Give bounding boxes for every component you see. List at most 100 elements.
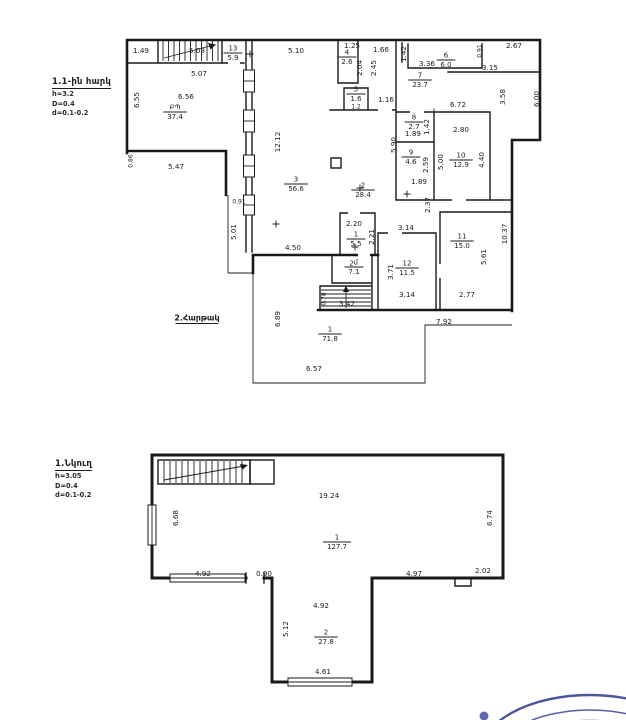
room-label: 51.6 <box>346 86 366 103</box>
room-label: 15.5 <box>346 231 366 248</box>
dimension-label: 6.00 <box>532 91 541 107</box>
survey-tick-marks <box>246 50 438 251</box>
dimension-label: 10.37 <box>500 224 509 245</box>
dimension-label: 2.45 <box>369 60 378 76</box>
dimension-label: 0.90 <box>256 569 272 578</box>
area-name-label: 2.Հարթակ <box>174 314 219 323</box>
dimension-label: 1.16 <box>378 95 394 104</box>
dimension-label: 5.10 <box>288 46 304 55</box>
room-area: 5.9 <box>227 54 238 62</box>
dimension-label: 4.92 <box>195 569 211 578</box>
room-number: 8 <box>412 114 416 122</box>
room-area: 4.6 <box>405 158 417 166</box>
dimension-label: 2.59 <box>421 157 430 173</box>
room-label: 356.6 <box>284 176 308 193</box>
dimension-label: 2.20 <box>346 219 362 228</box>
first-floor-spec-height: h=3.2 <box>52 90 74 98</box>
basement-spec-d: d=0.1-0.2 <box>55 491 92 500</box>
dimension-label: 1.42 <box>399 46 408 62</box>
basement-title: 1.Նկուղ <box>55 459 93 471</box>
dimension-label: 0.86 <box>128 154 135 168</box>
dimension-label: 4.61 <box>315 667 331 676</box>
room-area: 37.4 <box>167 113 183 121</box>
room-area: 23.7 <box>412 81 428 89</box>
dimension-label: 4.97 <box>406 569 422 578</box>
dimension-label: 0.91 <box>477 44 484 58</box>
room-number: շմ <box>350 259 358 267</box>
dimension-label: 6.57 <box>306 364 322 373</box>
first-floor-spec-d: d=0.1-0.2 <box>52 109 89 118</box>
dimension-label: 1.42 <box>422 119 431 135</box>
dimension-label: 19.24 <box>319 491 340 500</box>
room-label: 135.9 <box>223 45 243 62</box>
dimension-label: 5.61 <box>479 249 488 265</box>
room-area: 1.6 <box>350 95 362 103</box>
room-label: 228.4 <box>351 182 375 199</box>
room-number: ԲՊ <box>170 104 181 112</box>
room-area: 6.0 <box>440 61 451 69</box>
room-label: 82.7 <box>404 114 424 131</box>
dimension-label: 12.12 <box>273 132 282 153</box>
room-number: 11 <box>458 233 467 241</box>
room-number: 5 <box>354 86 358 94</box>
first-floor-inner-staircase <box>321 285 371 308</box>
dimension-label: 3.71 <box>386 264 395 280</box>
room-label: 66.0 <box>436 52 456 69</box>
room-number: 1 <box>328 326 332 334</box>
basement-spec-height: h=3.05 <box>55 472 82 480</box>
dimension-label: 2.04 <box>355 60 364 76</box>
dimension-label: 2.37 <box>423 197 432 213</box>
dimension-label: 6.55 <box>132 92 141 108</box>
room-number: 7 <box>418 72 422 80</box>
room-number: 2 <box>361 182 365 190</box>
room-area: 127.7 <box>327 543 347 551</box>
dimension-label: 0.91 <box>232 199 246 206</box>
room-area: 71.8 <box>322 335 338 343</box>
room-area: 7.1 <box>348 268 359 276</box>
dimension-label: 6.74 <box>485 510 494 526</box>
room-number: 2 <box>324 629 328 637</box>
dimension-label: 3.36 <box>419 59 435 68</box>
dimension-label: 1.89 <box>411 177 427 186</box>
basement-staircase <box>157 459 275 485</box>
dimension-label: 1.2 <box>351 104 361 111</box>
room-label: 42.6 <box>337 49 357 66</box>
room-number: 4 <box>345 49 350 57</box>
dimension-label: 1.89 <box>405 129 421 138</box>
room-number: 1 <box>335 534 339 542</box>
dimension-label: 2.77 <box>459 290 475 299</box>
dimension-label: 1.66 <box>373 45 389 54</box>
room-number: 12 <box>403 260 412 268</box>
dimension-label: 3.14 <box>399 290 415 299</box>
dimension-label: 6.68 <box>171 510 180 526</box>
room-label: 171.8 <box>318 326 342 343</box>
room-number: 1 <box>354 231 358 239</box>
room-area: 11.5 <box>399 269 415 277</box>
first-floor-title: 1.1-ին հարկ <box>52 77 112 89</box>
room-number: 9 <box>409 149 413 157</box>
dimension-label: 5.47 <box>168 162 184 171</box>
dimension-label: 4.40 <box>477 152 486 168</box>
dimension-label: 3.58 <box>498 89 507 105</box>
room-number: 6 <box>444 52 449 60</box>
room-number: 13 <box>229 45 238 53</box>
dimension-label: 5.07 <box>191 69 207 78</box>
room-label: 723.7 <box>408 72 432 89</box>
first-floor-spec-D: D=0.4 <box>52 99 75 108</box>
room-area: 15.0 <box>454 242 470 250</box>
basement-spec-D: D=0.4 <box>55 481 78 490</box>
room-number: 3 <box>294 176 298 184</box>
room-area: 27.8 <box>318 638 334 646</box>
room-label: 227.8 <box>314 629 338 646</box>
dimension-label: 1.49 <box>133 46 149 55</box>
dimension-label: 6.89 <box>273 311 282 327</box>
room-label: շմ7.1 <box>344 259 364 276</box>
dimension-label: 2.80 <box>453 125 469 134</box>
dimension-label: 3.15 <box>482 63 498 72</box>
basement-header: 1.Նկուղ h=3.05 D=0.4 d=0.1-0.2 <box>55 451 93 500</box>
